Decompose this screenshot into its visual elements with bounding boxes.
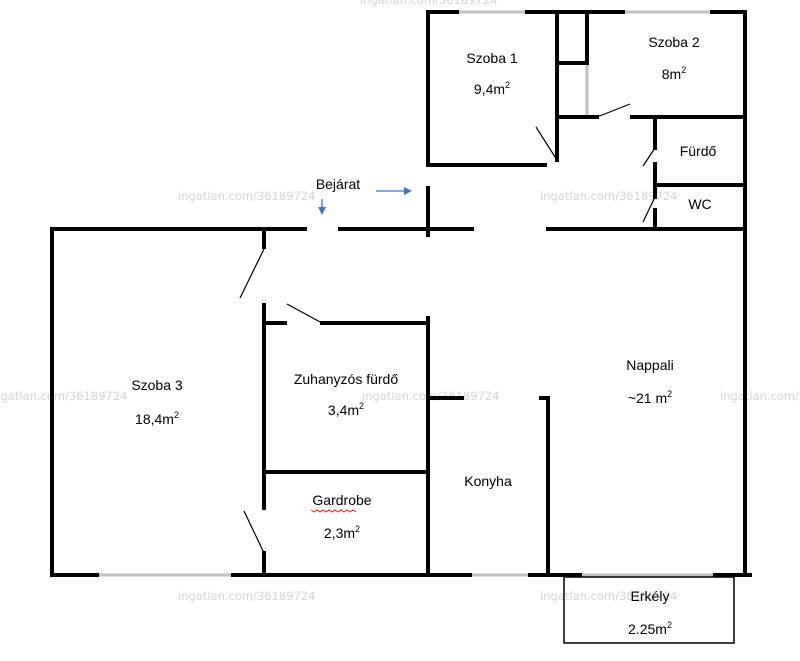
door-szoba2 bbox=[596, 103, 631, 118]
door-zuhanyzos bbox=[286, 303, 323, 324]
door-wc bbox=[642, 196, 656, 223]
erkely-area: 2.25m2 bbox=[628, 620, 672, 637]
entrance-label: Bejárat bbox=[316, 176, 360, 192]
wc-name: WC bbox=[688, 196, 711, 212]
watermark-text: ingatlan.com/36189724 bbox=[178, 589, 316, 603]
watermark-text: ingatlan.com/36189724 bbox=[540, 189, 678, 203]
doors bbox=[239, 103, 656, 554]
gardrobe-area: 2,3m2 bbox=[324, 524, 360, 541]
watermark-text: ingatlan.com/36189724 bbox=[0, 389, 128, 403]
erkely-name: Erkély bbox=[631, 588, 670, 604]
szoba2-area: 8m2 bbox=[662, 65, 686, 82]
watermark-text: ingatlan.com/36189724 bbox=[360, 0, 498, 7]
watermarks: ingatlan.com/36189724 ingatlan.com/36189… bbox=[0, 0, 800, 603]
szoba1-area: 9,4m2 bbox=[474, 80, 510, 97]
gardrobe-name: Gardrobe bbox=[312, 492, 371, 508]
door-furdo bbox=[642, 147, 656, 167]
door-gardrobe bbox=[243, 510, 265, 554]
konyha-name: Konyha bbox=[464, 473, 512, 489]
szoba3-area: 18,4m2 bbox=[135, 410, 179, 427]
nappali-name: Nappali bbox=[626, 357, 673, 373]
door-szoba3 bbox=[239, 248, 265, 299]
balcony-outline bbox=[563, 576, 735, 644]
watermark-text: ingatlan.com/36189724 bbox=[178, 189, 316, 203]
zuhanyzos-area: 3,4m2 bbox=[328, 401, 364, 418]
furdo-name: Fürdő bbox=[680, 143, 717, 159]
szoba3-name: Szoba 3 bbox=[131, 377, 183, 393]
szoba1-name: Szoba 1 bbox=[466, 50, 518, 66]
szoba2-name: Szoba 2 bbox=[648, 34, 700, 50]
windows bbox=[97, 10, 715, 577]
nappali-area: ~21 m2 bbox=[628, 389, 672, 406]
labels: Bejárat Szoba 1 9,4m2 Szoba 2 8m2 Fürdő … bbox=[131, 34, 716, 637]
entrance-arrows bbox=[318, 187, 412, 215]
watermark-text: ingatlan.com/36189724 bbox=[540, 589, 678, 603]
zuhanyzos-name: Zuhanyzós fürdő bbox=[294, 371, 398, 387]
door-szoba1 bbox=[535, 126, 558, 161]
spellcheck-underline bbox=[310, 509, 357, 513]
shaft-lines bbox=[555, 16, 597, 119]
watermark-text: ingatlan.com/36189724 bbox=[720, 389, 800, 403]
walls bbox=[50, 10, 752, 577]
